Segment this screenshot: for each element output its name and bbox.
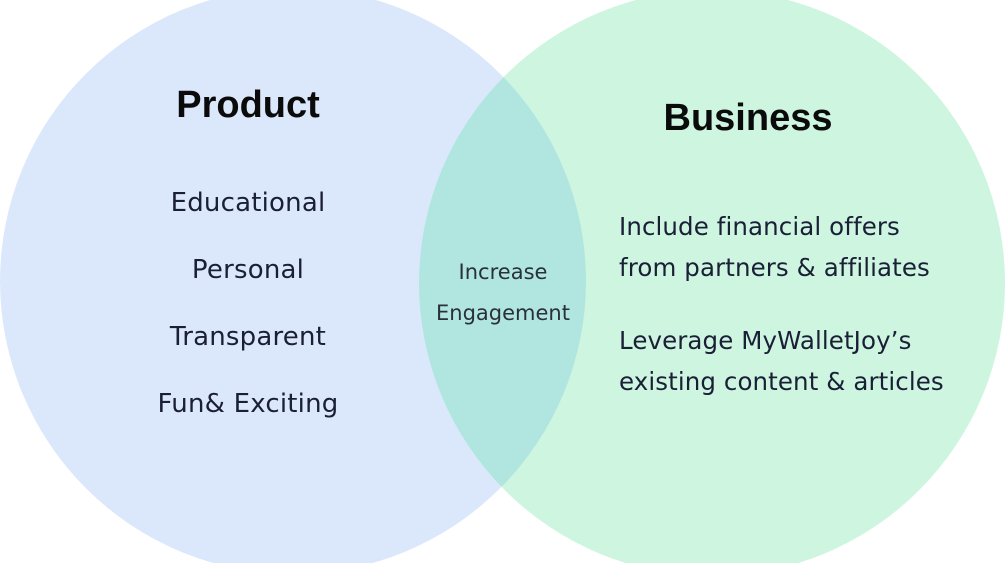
business-item-offers-line1: Include financial offers bbox=[619, 212, 900, 241]
product-item-educational: Educational bbox=[170, 188, 326, 218]
business-item-content-line2: existing content & articles bbox=[619, 367, 944, 396]
business-item-content: Leverage MyWalletJoy’s existing content … bbox=[619, 320, 944, 402]
business-item-offers-line2: from partners & affiliates bbox=[619, 253, 930, 282]
product-item-fun-exciting: Fun& Exciting bbox=[157, 389, 339, 419]
overlap-label-line1: Increase bbox=[458, 260, 548, 284]
product-title: Product bbox=[176, 84, 320, 126]
product-item-transparent: Transparent bbox=[169, 322, 327, 352]
business-title: Business bbox=[663, 97, 833, 139]
overlap-label: Increase Engagement bbox=[436, 252, 570, 334]
business-item-content-line1: Leverage MyWalletJoy’s bbox=[619, 326, 912, 355]
business-circle bbox=[419, 0, 1005, 563]
business-item-offers: Include financial offers from partners &… bbox=[619, 206, 930, 288]
product-item-personal: Personal bbox=[191, 255, 305, 285]
product-circle bbox=[0, 0, 586, 563]
overlap-label-line2: Engagement bbox=[436, 301, 570, 325]
